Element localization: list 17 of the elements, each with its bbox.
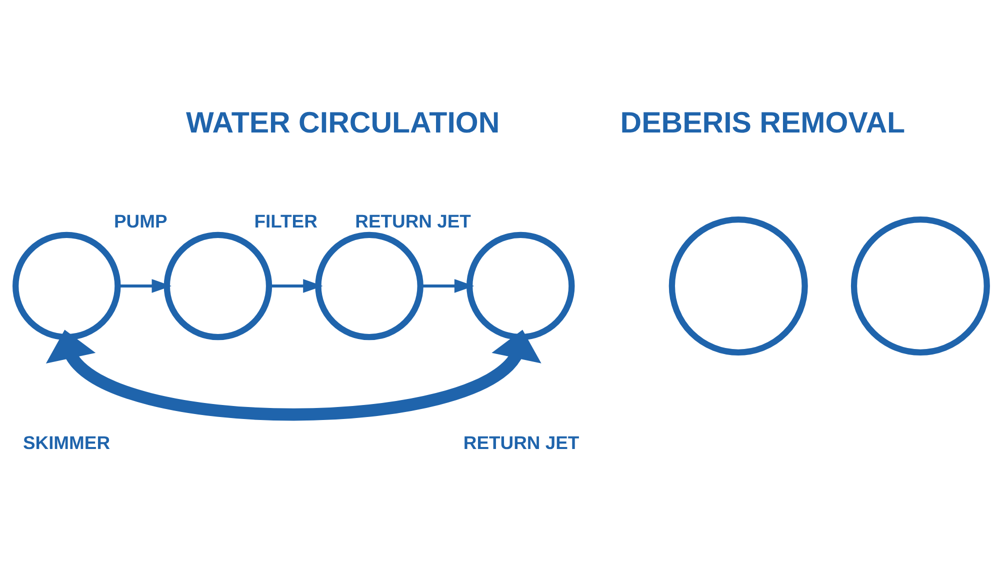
node-circle <box>12 231 121 340</box>
node-label: RETURN JET <box>355 210 471 232</box>
label: SKIMMER <box>22 432 110 453</box>
arrow <box>420 278 474 292</box>
label: RETURN JET <box>463 432 580 453</box>
arrow <box>269 278 323 292</box>
arrow <box>46 329 542 420</box>
label: WATER CIRCULATION <box>186 106 500 139</box>
arrow <box>118 278 172 292</box>
node-circle <box>466 231 575 340</box>
node-label: PUMP <box>114 210 168 232</box>
node-circle <box>164 231 272 340</box>
node-circle <box>850 216 990 355</box>
node-label: FILTER <box>254 210 318 232</box>
node-circle <box>315 231 424 340</box>
node-circle <box>668 216 808 355</box>
label: DEBERIS REMOVAL <box>620 106 906 139</box>
